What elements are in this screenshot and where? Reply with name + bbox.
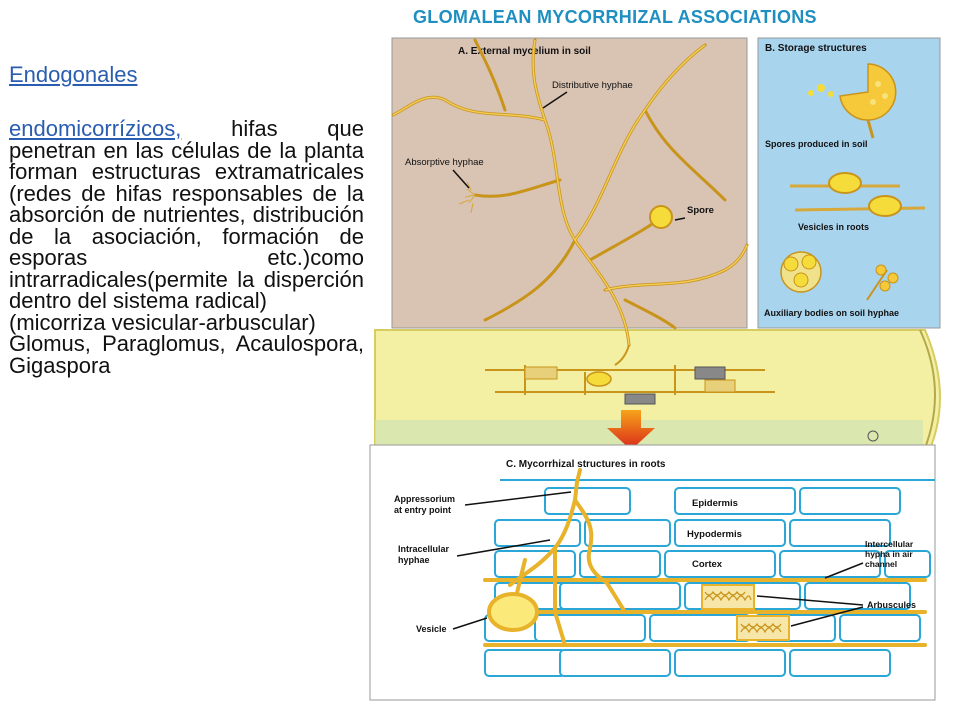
description-paragraph: endomicorrízicos, hifas que penetran en … — [9, 118, 364, 312]
panel-b-title: B. Storage structures — [765, 43, 867, 54]
label-spores-soil: Spores produced in soil — [765, 139, 868, 149]
mycorrhiza-type-line: (micorriza vesicular-arbuscular) — [9, 309, 316, 335]
label-vesicles-roots: Vesicles in roots — [798, 222, 869, 232]
endogonales-link[interactable]: Endogonales — [9, 62, 138, 87]
label-intercellular-1: Intercellular — [865, 539, 914, 549]
label-intercellular-3: channel — [865, 559, 897, 569]
panel-b: B. Storage structures Spores produced in… — [757, 37, 941, 329]
panel-c: C. Mycorrhizal structures in roots — [369, 444, 936, 701]
figure-title: GLOMALEAN MYCORRHIZAL ASSOCIATIONS — [413, 7, 817, 27]
figure-svg: A. External mycelium in soil — [369, 37, 941, 701]
label-epidermis: Epidermis — [692, 498, 738, 509]
description-text: endomicorrízicos, hifas que penetran en … — [9, 118, 364, 378]
endomicorrizicos-link[interactable]: endomicorrízicos, — [9, 116, 182, 141]
label-appressorium-1: Appressorium — [394, 494, 455, 504]
text-column: Endogonales endomicorrízicos, hifas que … — [9, 62, 364, 376]
auxiliary-body-icon — [780, 251, 822, 293]
label-hypodermis: Hypodermis — [687, 529, 742, 540]
label-intercellular-2: hypha in air — [865, 549, 913, 559]
label-intracellular-2: hyphae — [398, 555, 430, 565]
label-distributive: Distributive hyphae — [552, 80, 633, 91]
label-spore: Spore — [687, 205, 714, 216]
arbuscule-icon-2 — [736, 615, 790, 641]
root-details — [485, 344, 879, 442]
vesicle-icon-1 — [828, 172, 862, 194]
label-arbuscules: Arbuscules — [867, 600, 916, 610]
root-cylinder — [374, 329, 941, 461]
arbuscule-icon-1 — [701, 584, 755, 610]
panel-a: A. External mycelium in soil — [391, 37, 749, 347]
label-cortex: Cortex — [692, 559, 723, 570]
mycorrhiza-figure: GLOMALEAN MYCORRHIZAL ASSOCIATIONS A. Ex… — [345, 0, 960, 720]
label-vesicle: Vesicle — [416, 624, 447, 634]
label-intracellular-1: Intracellular — [398, 544, 450, 554]
label-appressorium-2: at entry point — [394, 505, 451, 515]
down-arrow-icon — [607, 410, 655, 450]
description-body: hifas que penetran en las células de la … — [9, 116, 364, 313]
panel-a-title: A. External mycelium in soil — [458, 46, 591, 57]
label-absorptive: Absorptive hyphae — [405, 157, 484, 168]
vesicle-root-icon — [487, 592, 539, 632]
genera-line: Glomus, Paraglomus, Acaulospora, Gigaspo… — [9, 331, 364, 378]
absorptive-tuft — [458, 181, 476, 214]
root-cells — [484, 479, 935, 677]
panel-c-title: C. Mycorrhizal structures in roots — [506, 459, 666, 470]
label-auxiliary: Auxiliary bodies on soil hyphae — [764, 308, 899, 318]
spore-icon — [649, 205, 673, 229]
soil-hyphae-highlight — [392, 39, 748, 346]
root-hyphae — [483, 468, 927, 647]
vesicle-icon-2 — [868, 195, 902, 217]
auxiliary-small-icon — [866, 264, 899, 301]
spore-cluster — [808, 63, 897, 139]
